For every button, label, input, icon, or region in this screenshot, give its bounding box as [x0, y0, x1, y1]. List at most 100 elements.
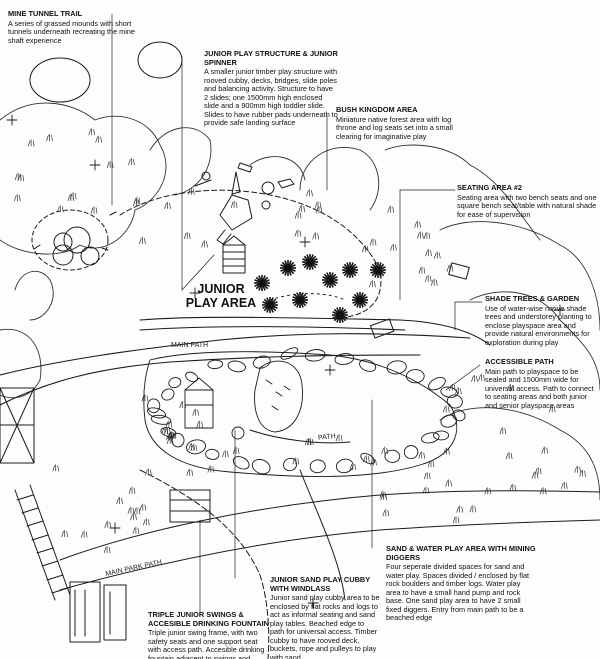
grass-tuft [186, 468, 194, 476]
grass-tuft [27, 139, 35, 147]
grass-tuft [471, 374, 478, 383]
grass-tuft [130, 513, 137, 521]
boulder [252, 355, 271, 369]
grass-tuft [67, 194, 75, 202]
junior-play-area-title: JUNIOR PLAY AREA [166, 282, 276, 310]
tree-canopies [0, 102, 600, 501]
grass-tuft [433, 251, 441, 259]
boulder [232, 456, 250, 470]
callout-swings: TRIPLE JUNIOR SWINGS & ACCESIBLE DRINKIN… [148, 610, 270, 659]
boulder [433, 430, 450, 441]
boulder [280, 347, 299, 360]
grass-tuft [455, 387, 462, 395]
triple-swings [0, 387, 127, 643]
grass-tuft [390, 243, 397, 251]
callout-desc: A smaller junior timber play structure w… [204, 67, 338, 128]
grass-tuft [306, 189, 313, 197]
bush-kingdom-plants [254, 254, 386, 323]
main-path [0, 316, 491, 406]
callout-sand-cubby: JUNIOR SAND PLAY CUBBY WITH WINDLASS Jun… [270, 575, 380, 659]
grass-tuft [52, 464, 60, 472]
callout-title: JUNIOR SAND PLAY CUBBY WITH WINDLASS [270, 575, 371, 593]
grass-tuft [423, 231, 431, 240]
grass-tuft [80, 530, 88, 538]
grass-tuft [448, 383, 456, 391]
callout-title: TRIPLE JUNIOR SWINGS & ACCESIBLE DRINKIN… [148, 610, 269, 628]
grass-tuft [128, 486, 136, 494]
grass-tuft [425, 249, 432, 257]
grass-tuft [442, 405, 450, 413]
callout-desc: A series of grassed mounds with short tu… [8, 18, 135, 45]
callout-desc: Four seperate divided spaces for sand an… [386, 562, 530, 623]
plus-markers [6, 114, 566, 609]
grass-tuft [103, 546, 111, 554]
callout-shade-trees: SHADE TREES & GARDEN Use of water-wise n… [485, 294, 599, 347]
grass-tuft [104, 520, 112, 529]
grass-tuft [369, 280, 376, 288]
grass-tuft [445, 479, 452, 487]
grass-tuft [142, 518, 150, 526]
boulder [309, 459, 326, 474]
grass-tuft [446, 264, 454, 272]
grass-tuft [414, 220, 421, 228]
bush-plant-icon [342, 262, 358, 278]
grass-tuft [13, 194, 21, 202]
grass-tuft [187, 187, 195, 195]
grass-tuft [417, 231, 424, 239]
grass-tuft [17, 174, 25, 182]
bush-plant-icon [370, 262, 386, 278]
grass-tuft [106, 160, 114, 169]
sand-play-area [143, 351, 458, 477]
grass-tuft [312, 232, 319, 240]
grass-tuft [139, 503, 147, 511]
callout-title: SEATING AREA #2 [457, 183, 523, 192]
grass-tuft [335, 434, 343, 442]
grass-tuft [579, 469, 586, 477]
boulder [384, 449, 401, 463]
grass-tuft [430, 278, 438, 286]
grass-tuft [427, 460, 435, 468]
boulder [168, 377, 182, 389]
boulder [334, 353, 355, 365]
mine-tunnel-mounds [29, 41, 183, 271]
grass-tuft [418, 266, 426, 274]
grass-tuft [192, 408, 200, 416]
boulder [185, 371, 198, 383]
boulders [147, 347, 466, 475]
grass-tuft [90, 206, 98, 214]
grass-tuft [509, 483, 517, 492]
grass-tuft [294, 229, 302, 237]
grass-tuft [314, 201, 322, 209]
grass-tuft [116, 497, 123, 505]
area-title-line1: JUNIOR [197, 282, 245, 296]
callout-title: JUNIOR PLAY STRUCTURE & JUNIOR SPINNER [204, 49, 338, 67]
callout-desc: Triple junior swing frame, with two safe… [148, 628, 265, 659]
grass-tuft [230, 200, 238, 209]
callout-desc: Use of water-wise native shade trees and… [485, 303, 592, 347]
grass-tuft [349, 463, 357, 471]
main-path-label: MAIN PATH [171, 342, 209, 349]
grass-tuft [362, 455, 370, 463]
boulder [150, 414, 172, 425]
grass-tuft [499, 427, 507, 435]
callout-mine-tunnel: MINE TUNNEL TRAIL A series of grassed mo… [8, 9, 136, 45]
boulder [227, 360, 246, 373]
boulder [186, 439, 206, 455]
grass-tuft [292, 457, 300, 465]
grass-tuft [422, 486, 430, 494]
boulder [403, 445, 419, 460]
boulder [147, 407, 166, 419]
grass-tuft [179, 401, 187, 409]
boulder [360, 452, 376, 465]
grass-tuft [164, 427, 171, 435]
boulder [421, 432, 440, 444]
grass-tuft [56, 205, 64, 213]
grass-tuft [201, 240, 208, 248]
boulder [359, 359, 377, 372]
bush-plant-icon [262, 297, 278, 313]
leader-lines [111, 13, 483, 614]
boulder [440, 414, 458, 428]
boulder [147, 398, 161, 414]
